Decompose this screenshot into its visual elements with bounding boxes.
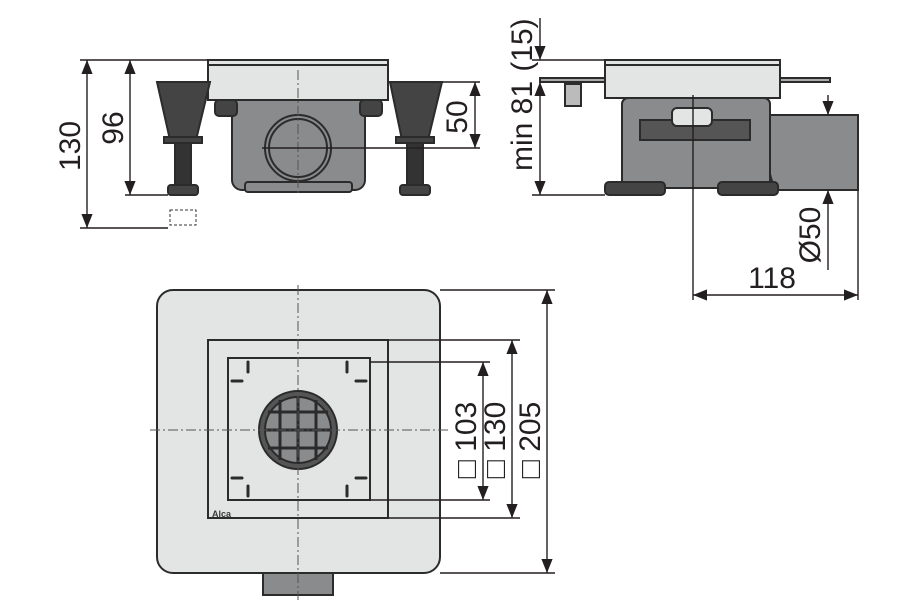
dim-min-height: min 81 (506, 81, 539, 171)
dim-frame-square: □ 130 (479, 402, 512, 479)
side-view: min 81 (15) Ø50 118 (506, 18, 859, 301)
dim-length: 118 (748, 262, 796, 295)
alca-logo: Alca (212, 509, 232, 519)
right-leg (388, 81, 444, 196)
dim-pipe-diameter: Ø50 (794, 207, 827, 264)
dim-grate-height: 96 (97, 111, 130, 144)
dim-inner-square: □ 103 (450, 402, 483, 479)
dim-outer-square: □ 205 (514, 402, 547, 479)
dim-total-height: 130 (54, 121, 87, 171)
dim-outlet-height: 50 (441, 100, 474, 133)
front-view: 130 96 50 (54, 59, 481, 229)
dim-tile-thickness: (15) (506, 18, 539, 71)
left-leg (155, 81, 212, 226)
top-view: Alca □ 103 □ 130 □ 205 (150, 285, 555, 600)
